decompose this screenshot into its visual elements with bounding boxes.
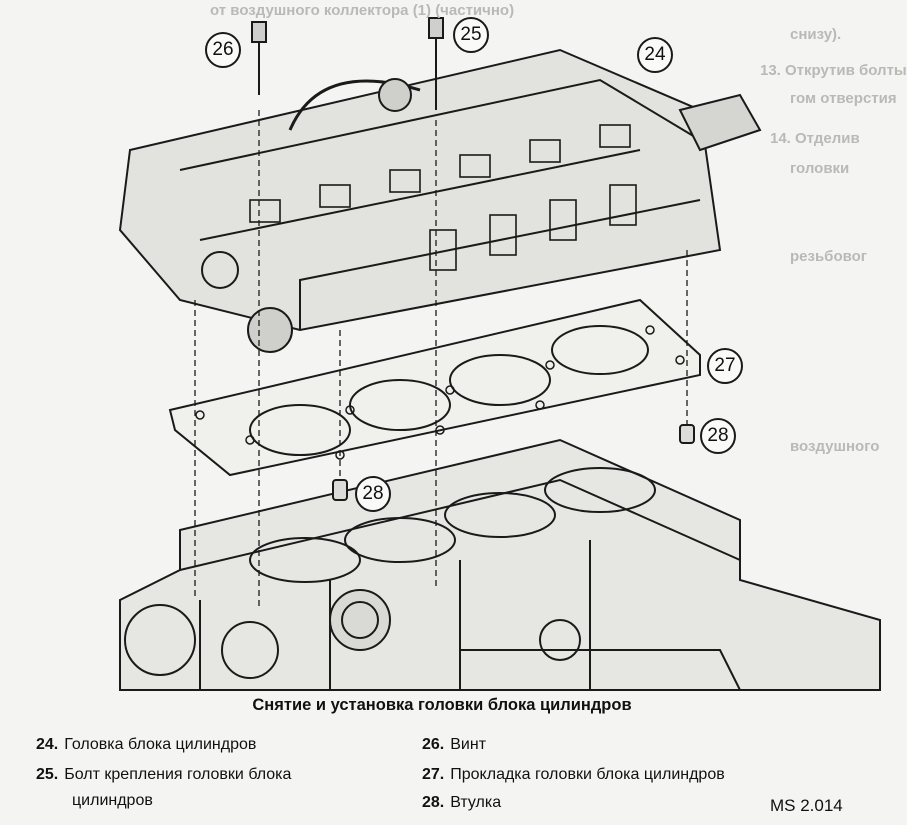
legend-continuation: цилиндров (72, 792, 153, 809)
figure-code: MS 2.014 (770, 796, 843, 815)
legend-item: 27. Прокладка головки блока цилиндров (422, 764, 725, 786)
legend-item: 26. Винт (422, 734, 486, 756)
callout-27: 27 (707, 348, 743, 384)
callout-24: 24 (637, 37, 673, 73)
dowel-sleeves (332, 424, 695, 501)
callout-26: 26 (205, 32, 241, 68)
legend-text: Винт (450, 736, 487, 753)
legend-number: 27. (422, 766, 445, 783)
legend-item: 24. Головка блока цилиндров (36, 734, 256, 756)
cylinder-head (118, 48, 762, 353)
legend-number: 28. (422, 794, 445, 811)
legend-number: 24. (36, 736, 59, 753)
callout-28: 28 (700, 418, 736, 454)
callout-25: 25 (453, 17, 489, 53)
alignment-lines (194, 110, 688, 610)
legend-text: Втулка (450, 794, 502, 811)
head-bolts (251, 17, 444, 110)
legend-text: Прокладка головки блока цилиндров (450, 766, 725, 783)
head-gasket (168, 298, 701, 477)
diagram-svg (118, 17, 881, 691)
legend-item: 28. Втулка (422, 792, 501, 814)
legend-text: Головка блока цилиндров (64, 736, 257, 753)
engine-block (119, 438, 881, 691)
legend-item: 25. Болт крепления головки блока (36, 764, 291, 786)
legend-text: Болт крепления головки блока (64, 766, 292, 783)
figure-caption-title: Снятие и установка головки блока цилиндр… (252, 696, 632, 714)
legend-number: 25. (36, 766, 59, 783)
legend-number: 26. (422, 736, 445, 753)
cylinder-head-exploded-diagram: от воздушного коллектора (1) (частично) … (118, 2, 907, 691)
callout-28: 28 (355, 476, 391, 512)
